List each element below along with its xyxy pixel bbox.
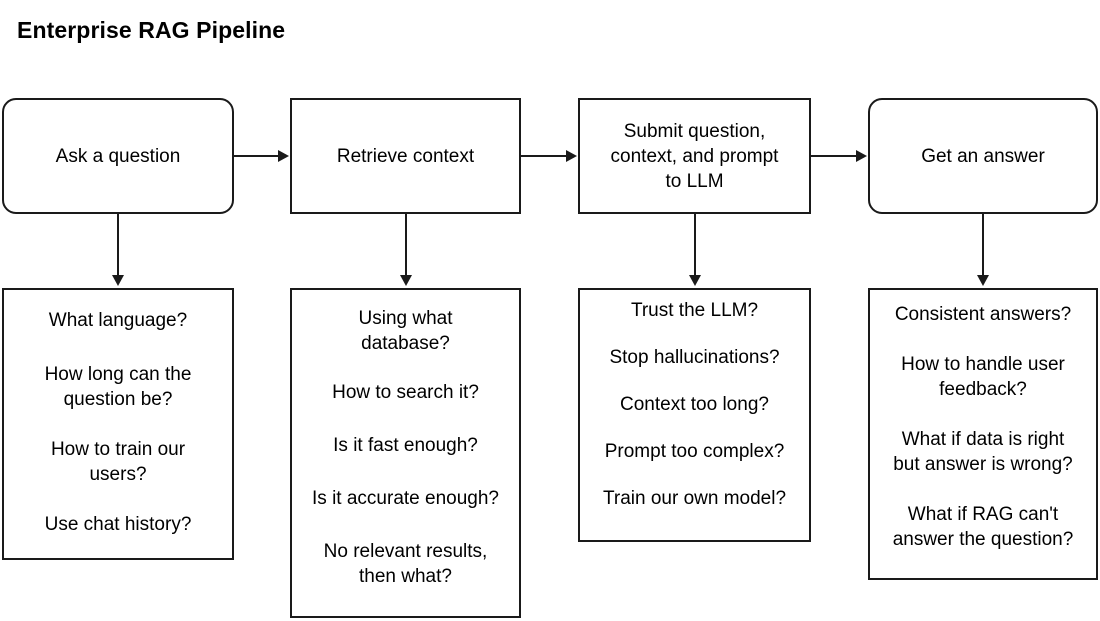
question-item: Trust the LLM? [630,300,759,321]
drilldown-arrow-submit [694,214,696,277]
question-item: Stop hallucinations? [609,347,780,368]
question-item: Is it fast enough? [333,435,478,456]
question-item: Train our own model? [602,488,787,509]
drilldown-arrowhead-submit [689,275,701,286]
question-item: Use chat history? [44,514,192,535]
drilldown-arrow-answer [982,214,984,277]
stage-node-retrieve[interactable]: Retrieve context [290,98,521,214]
question-box-ask[interactable]: What language? How long can the question… [2,288,234,560]
flow-arrow-ask-to-retrieve [234,155,280,157]
drilldown-arrowhead-answer [977,275,989,286]
flow-arrow-submit-to-answer [811,155,857,157]
stage-node-ask[interactable]: Ask a question [2,98,234,214]
question-item: How to search it? [332,382,479,403]
stage-label-ask: Ask a question [55,145,181,167]
question-box-answer[interactable]: Consistent answers? How to handle user f… [868,288,1098,580]
question-item: No relevant results, then what? [323,541,488,587]
stage-label-submit: Submit question, context, and prompt to … [610,120,779,192]
question-item: What if data is right but answer is wron… [893,429,1073,475]
question-item: Prompt too complex? [604,441,785,462]
drilldown-arrowhead-ask [112,275,124,286]
question-item: How long can the question be? [44,364,192,410]
question-item: How to handle user feedback? [901,354,1065,400]
stage-node-answer[interactable]: Get an answer [868,98,1098,214]
question-box-retrieve[interactable]: Using what database? How to search it? I… [290,288,521,618]
question-item: Using what database? [358,308,453,354]
stage-node-submit[interactable]: Submit question, context, and prompt to … [578,98,811,214]
stage-label-retrieve: Retrieve context [336,145,475,167]
flow-arrowhead-retrieve-to-submit [566,150,577,162]
drilldown-arrow-ask [117,214,119,277]
drilldown-arrowhead-retrieve [400,275,412,286]
question-item: Is it accurate enough? [312,488,499,509]
question-item: What language? [48,310,188,331]
question-item: How to train our users? [50,439,186,485]
flow-arrowhead-submit-to-answer [856,150,867,162]
question-item: Context too long? [620,394,769,415]
question-item: What if RAG can't answer the question? [892,504,1074,550]
question-item: Consistent answers? [894,304,1072,325]
stage-label-answer: Get an answer [921,145,1045,167]
question-box-submit[interactable]: Trust the LLM? Stop hallucinations? Cont… [578,288,811,542]
flow-arrowhead-ask-to-retrieve [278,150,289,162]
page-title: Enterprise RAG Pipeline [17,17,286,43]
flow-arrow-retrieve-to-submit [521,155,567,157]
drilldown-arrow-retrieve [405,214,407,277]
